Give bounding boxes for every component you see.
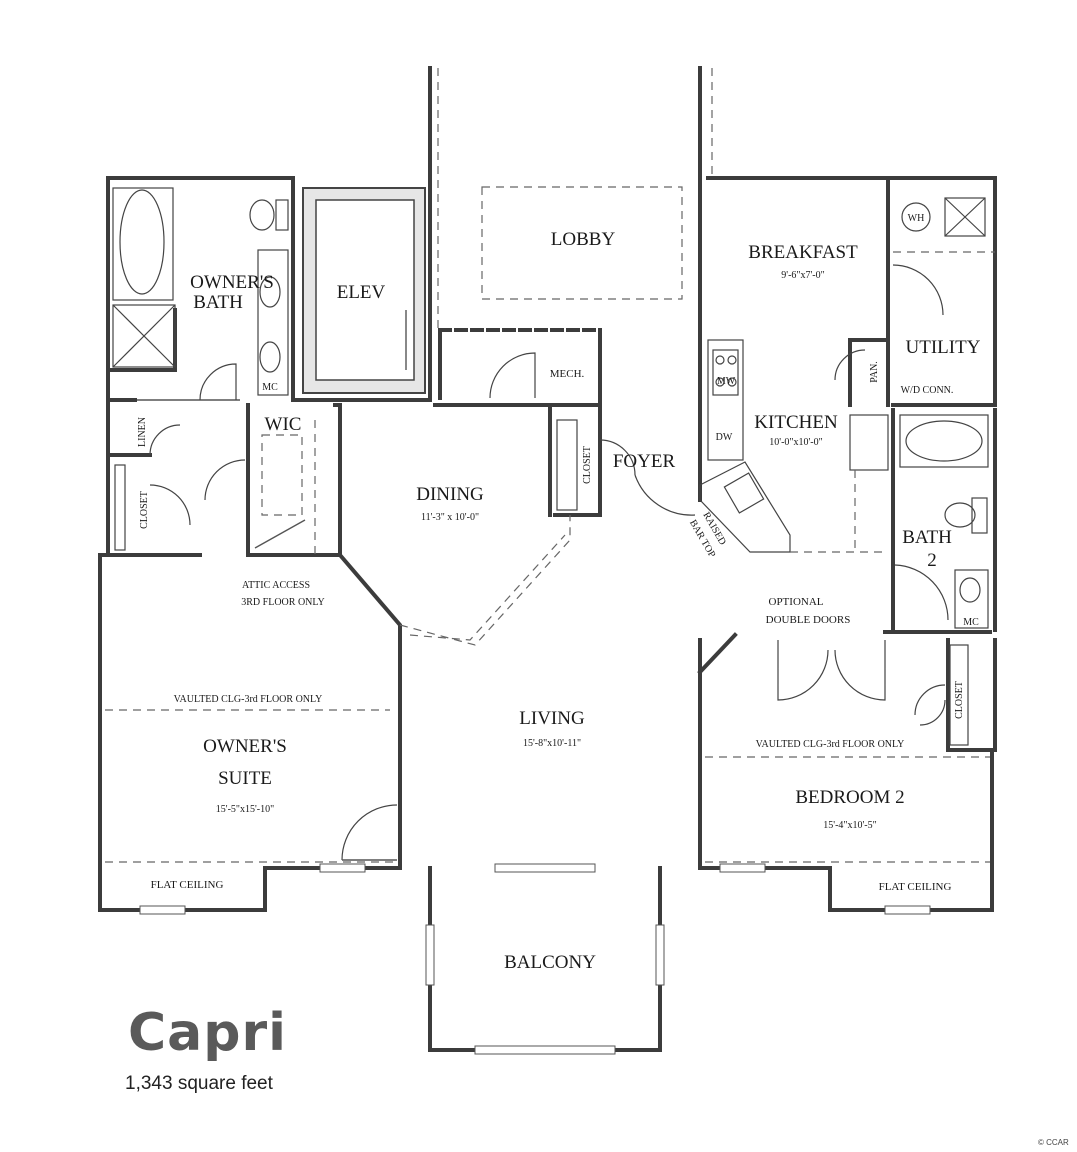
dining-dims: 11'-3" x 10'-0" <box>421 512 479 523</box>
living-dims: 15'-8"x10'-11" <box>523 738 581 749</box>
dining-outline <box>399 515 571 646</box>
vaulted-right-label: VAULTED CLG-3rd FLOOR ONLY <box>756 739 905 750</box>
mech-label: MECH. <box>550 368 585 380</box>
corridor-lines <box>428 66 713 330</box>
windows <box>139 863 931 1055</box>
dining-outline-inner <box>409 534 566 641</box>
owners-suite-label-1: OWNER'S <box>203 736 287 757</box>
room-labels: LOBBY BREAKFAST 9'-6"x7'-0" UTILITY W/D … <box>137 213 981 973</box>
bath2-fixtures <box>894 414 989 629</box>
wic-label: WIC <box>265 414 302 435</box>
attic-label-1: ATTIC ACCESS <box>242 580 310 591</box>
owners-bath-label-2: BATH <box>193 292 243 313</box>
bath2-label-2: 2 <box>927 550 937 571</box>
linen-label: LINEN <box>137 417 148 447</box>
elev-label: ELEV <box>337 282 386 303</box>
flat-ceiling-right-label: FLAT CEILING <box>879 881 952 893</box>
closet-foyer-label: CLOSET <box>582 446 593 484</box>
balcony-label: BALCONY <box>504 952 596 973</box>
optional-label-1: OPTIONAL <box>769 596 824 608</box>
kitchen-label: KITCHEN <box>754 412 838 433</box>
kitchen-fixtures <box>699 339 889 553</box>
ceiling-lines <box>105 709 990 863</box>
wd-conn-label: W/D CONN. <box>901 385 954 396</box>
lobby-label: LOBBY <box>551 229 616 250</box>
owners-suite-label-2: SUITE <box>218 768 272 789</box>
living-label: LIVING <box>519 708 585 729</box>
elevator-shaft <box>302 187 426 394</box>
wic-closets <box>114 420 316 555</box>
kitchen-dims: 10'-0"x10'-0" <box>769 437 822 448</box>
utility-fixtures <box>834 197 995 381</box>
lobby-outline <box>481 186 683 300</box>
closet-left-label: CLOSET <box>139 491 150 529</box>
copyright-credit: © CCAR <box>1038 1138 1069 1147</box>
mw-label: MW <box>717 376 736 387</box>
mech-foyer-doors <box>489 352 696 516</box>
bath2-label-1: BATH <box>902 527 952 548</box>
flat-ceiling-left-label: FLAT CEILING <box>151 879 224 891</box>
owners-bath-fixtures <box>112 187 289 401</box>
attic-label-2: 3RD FLOOR ONLY <box>241 597 324 608</box>
breakfast-dims: 9'-6"x7'-0" <box>781 270 824 281</box>
bedroom2-dims: 15'-4"x10'-5" <box>823 820 876 831</box>
dw-label: DW <box>716 432 733 443</box>
mc-left-label: MC <box>262 382 278 393</box>
suite-door <box>341 804 398 861</box>
breakfast-label: BREAKFAST <box>748 242 858 263</box>
foyer-label: FOYER <box>613 451 676 472</box>
pantry-label: PAN. <box>869 361 880 383</box>
plan-title: Capri <box>128 1003 287 1063</box>
wh-label: WH <box>908 213 925 224</box>
owners-suite-dims: 15'-5"x15'-10" <box>216 804 274 815</box>
optional-label-2: DOUBLE DOORS <box>766 614 851 626</box>
square-footage: 1,343 square feet <box>125 1073 273 1094</box>
mc-right-label: MC <box>963 617 979 628</box>
vaulted-left-label: VAULTED CLG-3rd FLOOR ONLY <box>174 694 323 705</box>
dining-label: DINING <box>416 484 484 505</box>
closet-bedroom-label: CLOSET <box>954 681 965 719</box>
utility-label: UTILITY <box>906 337 981 358</box>
owners-bath-label-1: OWNER'S <box>190 272 274 293</box>
bedroom2-label: BEDROOM 2 <box>795 787 904 808</box>
bedroom2-doors <box>777 640 969 746</box>
